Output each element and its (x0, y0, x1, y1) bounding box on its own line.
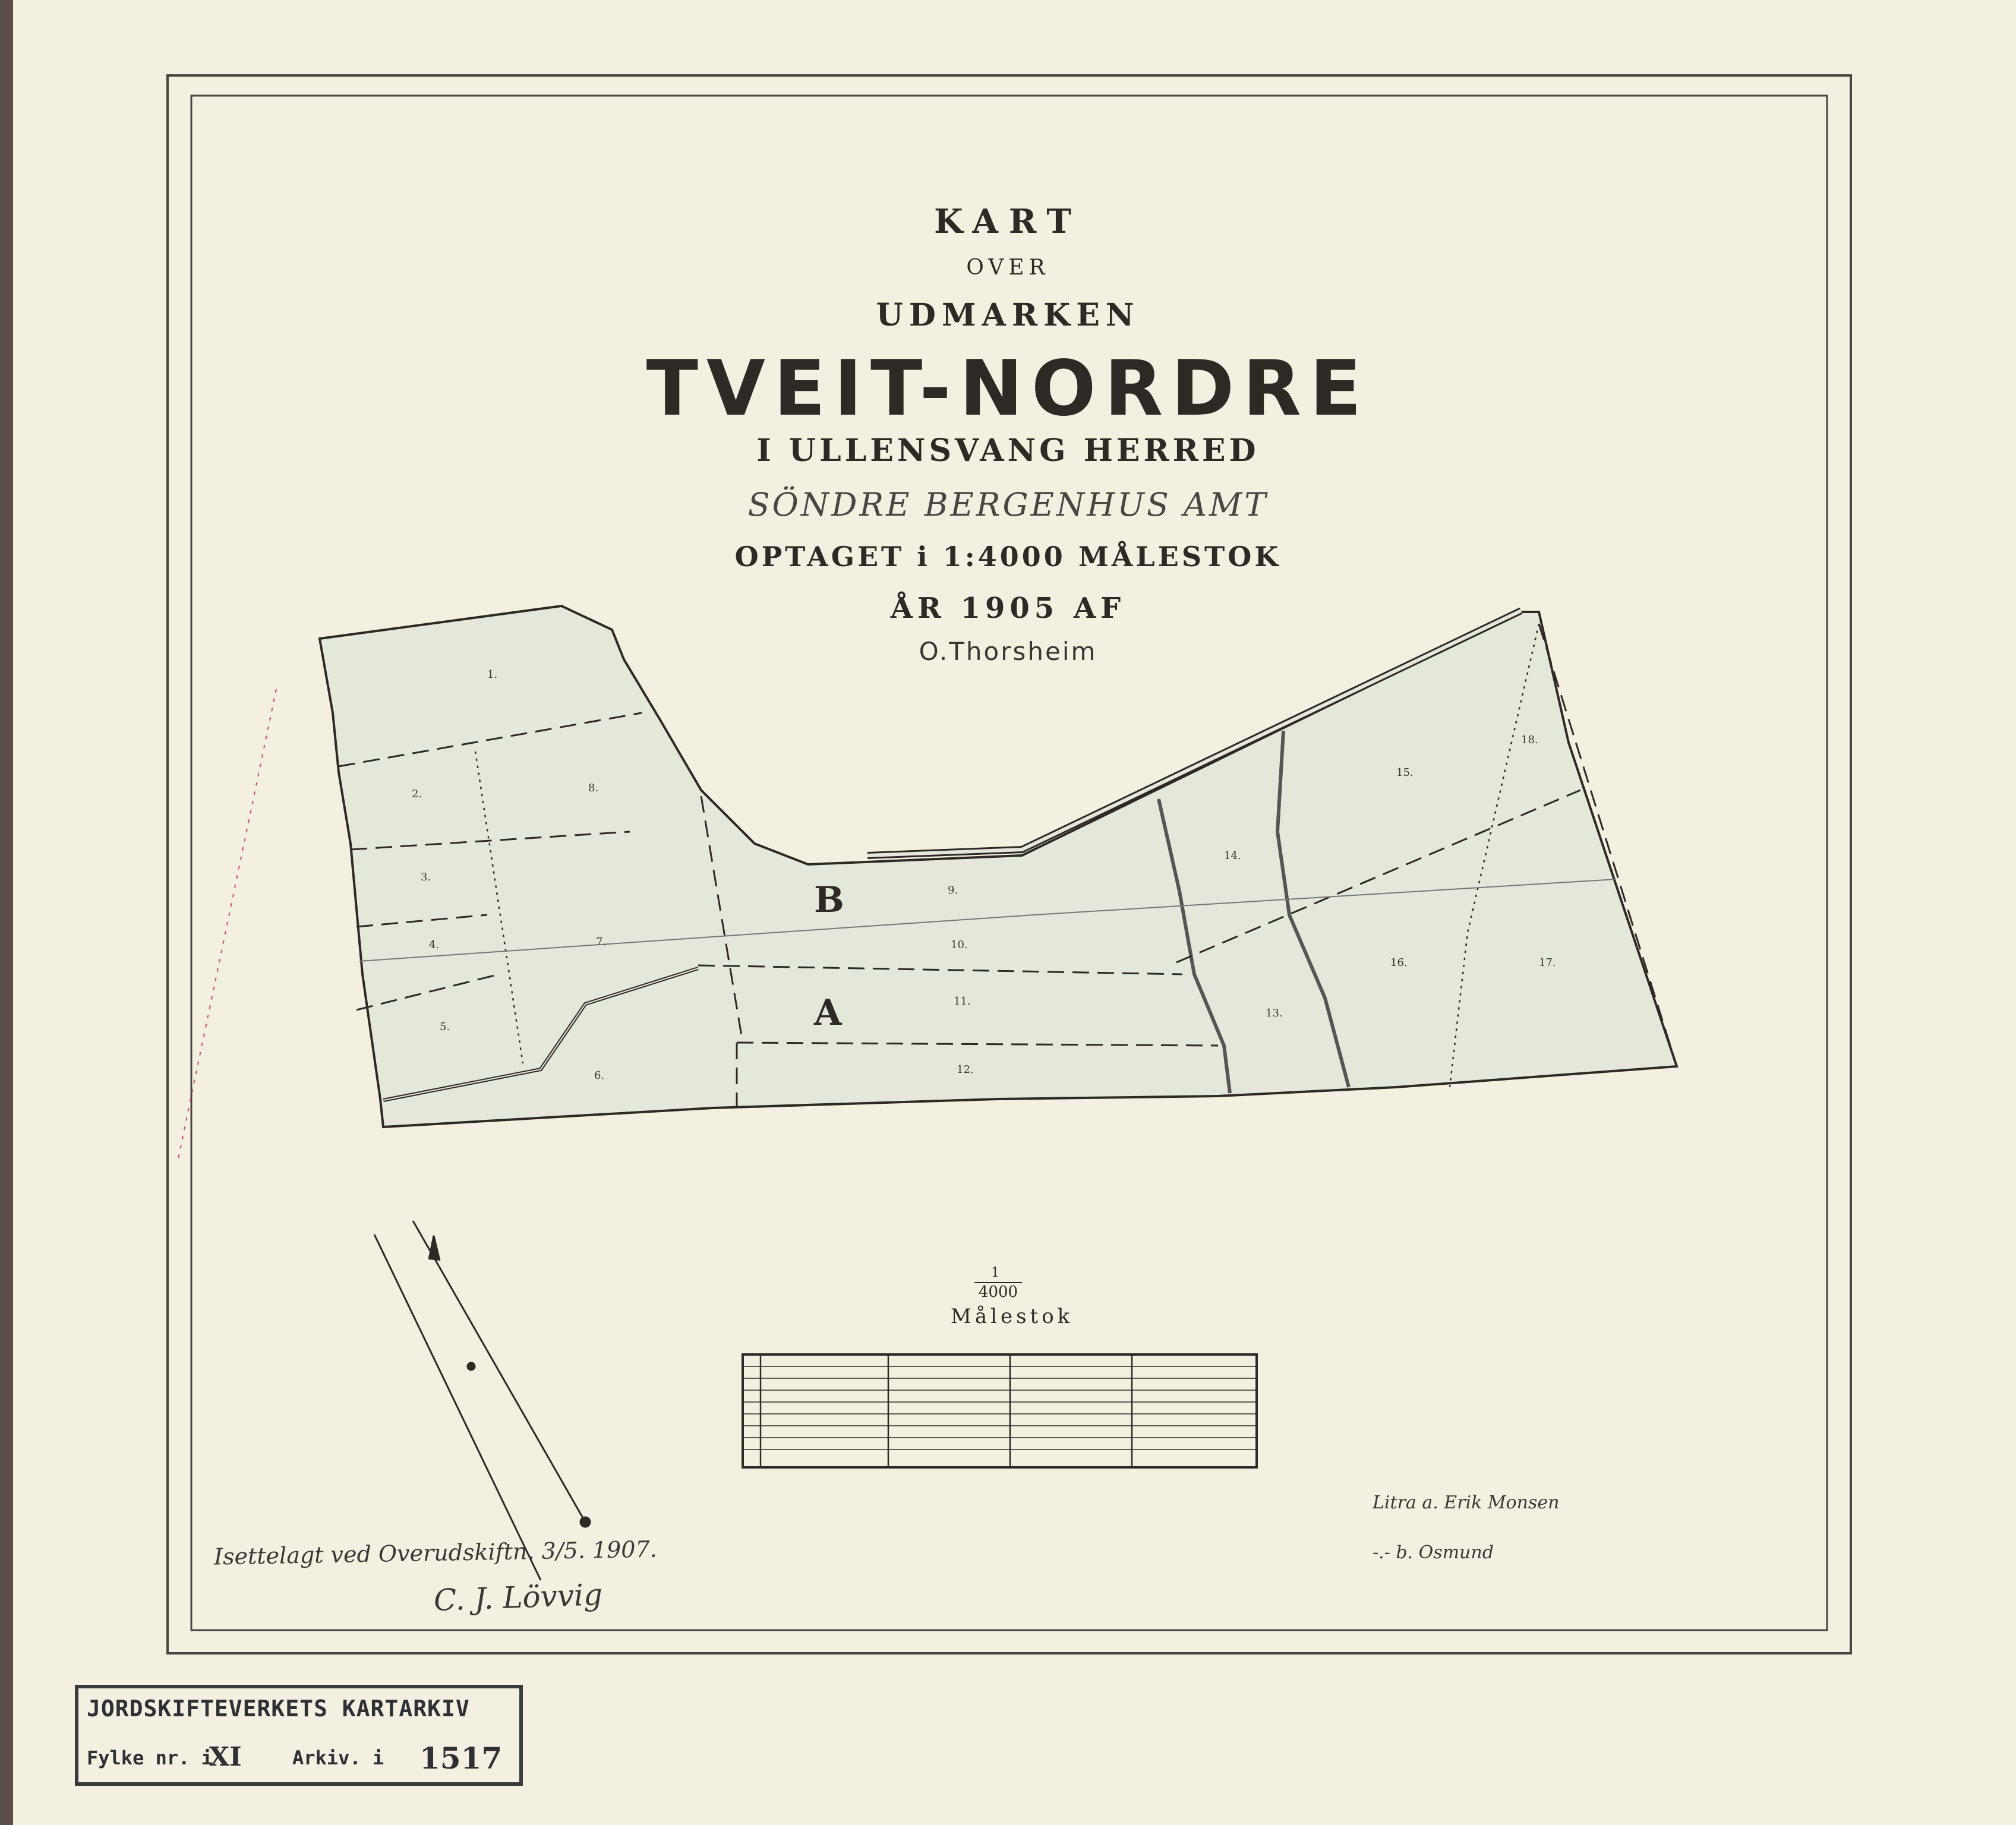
parcel-label: 16. (1390, 956, 1408, 969)
outer-frame (166, 74, 1852, 1655)
parcel-label: 9. (948, 884, 958, 896)
parcel-label: 15. (1396, 766, 1414, 779)
parcel-boundaries (338, 623, 1678, 1108)
path-west-inner (383, 968, 699, 1101)
stream (1275, 730, 1351, 1088)
legend-b: -.- b. Osmund (1373, 1542, 1494, 1563)
map-title-year: ÅR 1905 AF (890, 592, 1126, 625)
parcel-label: 8. (588, 782, 599, 794)
north-arrow (373, 1220, 591, 1581)
binding-edge (0, 0, 13, 1825)
parcel-label: 13. (1266, 1007, 1283, 1019)
legend-a: Litra a. Erik Monsen (1373, 1492, 1560, 1513)
stamp-fylke-value: XI (209, 1742, 242, 1772)
parcel-label: 3. (421, 871, 431, 883)
stamp-arkiv-value: 1517 (419, 1741, 503, 1776)
signature: C. J. Lövvig (433, 1577, 603, 1618)
land-outline (318, 604, 1679, 1129)
map-title-scale-line: OPTAGET i 1:4000 MÅLESTOK (734, 541, 1282, 573)
parcel-label: 14. (1224, 850, 1241, 862)
scale-denominator: 4000 (974, 1282, 1022, 1301)
map-title-herred: I ULLENSVANG HERRED (756, 432, 1260, 469)
scale-label: Målestok (951, 1305, 1074, 1328)
parcel-label: 10. (951, 939, 968, 951)
parcel-label: 4. (429, 939, 440, 951)
parcel-label: 18. (1521, 734, 1538, 746)
survey-line (359, 879, 1617, 962)
stamp-title: JORDSKIFTEVERKETS KARTARKIV (87, 1695, 470, 1722)
map-title-main: TVEIT-NORDRE (646, 345, 1370, 433)
region-label-a: A (814, 992, 842, 1034)
parcel-label: 7. (596, 936, 607, 948)
map-author: O.Thorsheim (919, 637, 1097, 666)
region-label-b: B (814, 879, 844, 921)
map-title-udmarken: UDMARKEN (876, 297, 1140, 333)
dotted-boundaries (474, 623, 1540, 1088)
map-title-over: OVER (966, 255, 1050, 280)
inner-frame (190, 94, 1828, 1631)
parcel-label: 6. (594, 1069, 605, 1082)
parcel-label: 12. (957, 1063, 974, 1076)
stamp-arkiv-label: Arkiv. i (292, 1747, 384, 1769)
parcel-label: 2. (412, 788, 422, 800)
map-title-amt: SÖNDRE BERGENHUS AMT (747, 486, 1269, 523)
archive-stamp: JORDSKIFTEVERKETS KARTARKIV Fylke nr. i … (75, 1685, 523, 1786)
stream (1157, 798, 1232, 1094)
map-title-kart: KART (933, 202, 1083, 241)
red-survey-line (178, 689, 277, 1159)
road-inner (867, 609, 1522, 857)
parcel-label: 11. (954, 995, 971, 1008)
parcel-label: 1. (487, 668, 498, 681)
scale-numerator: 1 (991, 1265, 999, 1280)
parcel-label: 17. (1539, 956, 1556, 969)
parcel-label: 5. (440, 1021, 450, 1033)
stamp-fylke-label: Fylke nr. i (87, 1747, 213, 1769)
scale-bar (742, 1353, 1258, 1469)
